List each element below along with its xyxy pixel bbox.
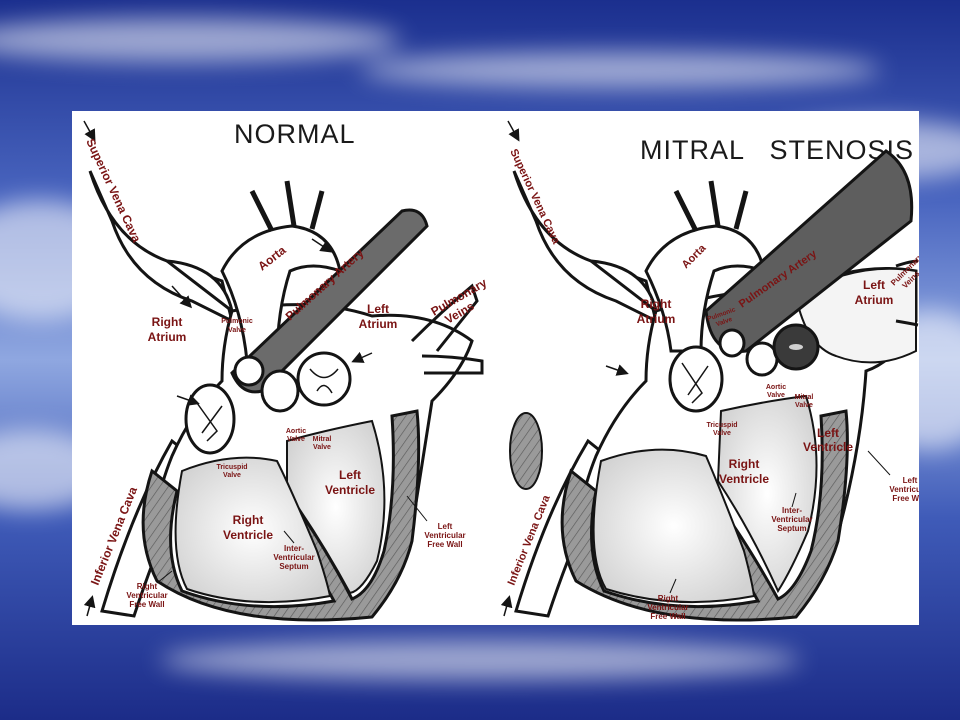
left-ventricle-chamber: [716, 394, 818, 594]
dilated-pulmonary-artery: [704, 149, 914, 353]
right-ventricle-chamber: [592, 448, 756, 604]
tricuspid-valve-ring: [668, 345, 724, 413]
pulmonary-veins: [410, 283, 484, 375]
pulmonary-artery: [230, 208, 429, 394]
right-ventricle-chamber: [174, 456, 332, 604]
aortic-valve-ring: [260, 369, 300, 413]
label-superior-vena-cava: Superior Vena Cava: [507, 147, 562, 247]
aorta: [644, 224, 766, 353]
pulmonic-valve-ring: [233, 355, 265, 387]
mitral-valve-ring: [296, 351, 352, 407]
aortic-valve-ring: [745, 341, 779, 377]
pulmonic-valve-ring: [718, 328, 746, 358]
aorta: [220, 224, 342, 363]
normal-heart-diagram: NORMAL Superior Vena Cava Infe: [83, 119, 489, 622]
mitral-stenosis-title: MITRAL STENOSIS: [640, 135, 914, 165]
right-ventricle-bulge: [509, 412, 543, 490]
tricuspid-valve-ring: [184, 383, 236, 455]
mitral-stenosis-heart-diagram: MITRAL STENOSIS Superior Vena Cava Infer…: [500, 120, 919, 622]
normal-title: NORMAL: [234, 119, 356, 149]
left-ventricle-chamber: [286, 419, 386, 595]
pulmonary-veins: [895, 259, 919, 327]
diagram-panel: NORMAL Superior Vena Cava Infe: [72, 111, 919, 625]
